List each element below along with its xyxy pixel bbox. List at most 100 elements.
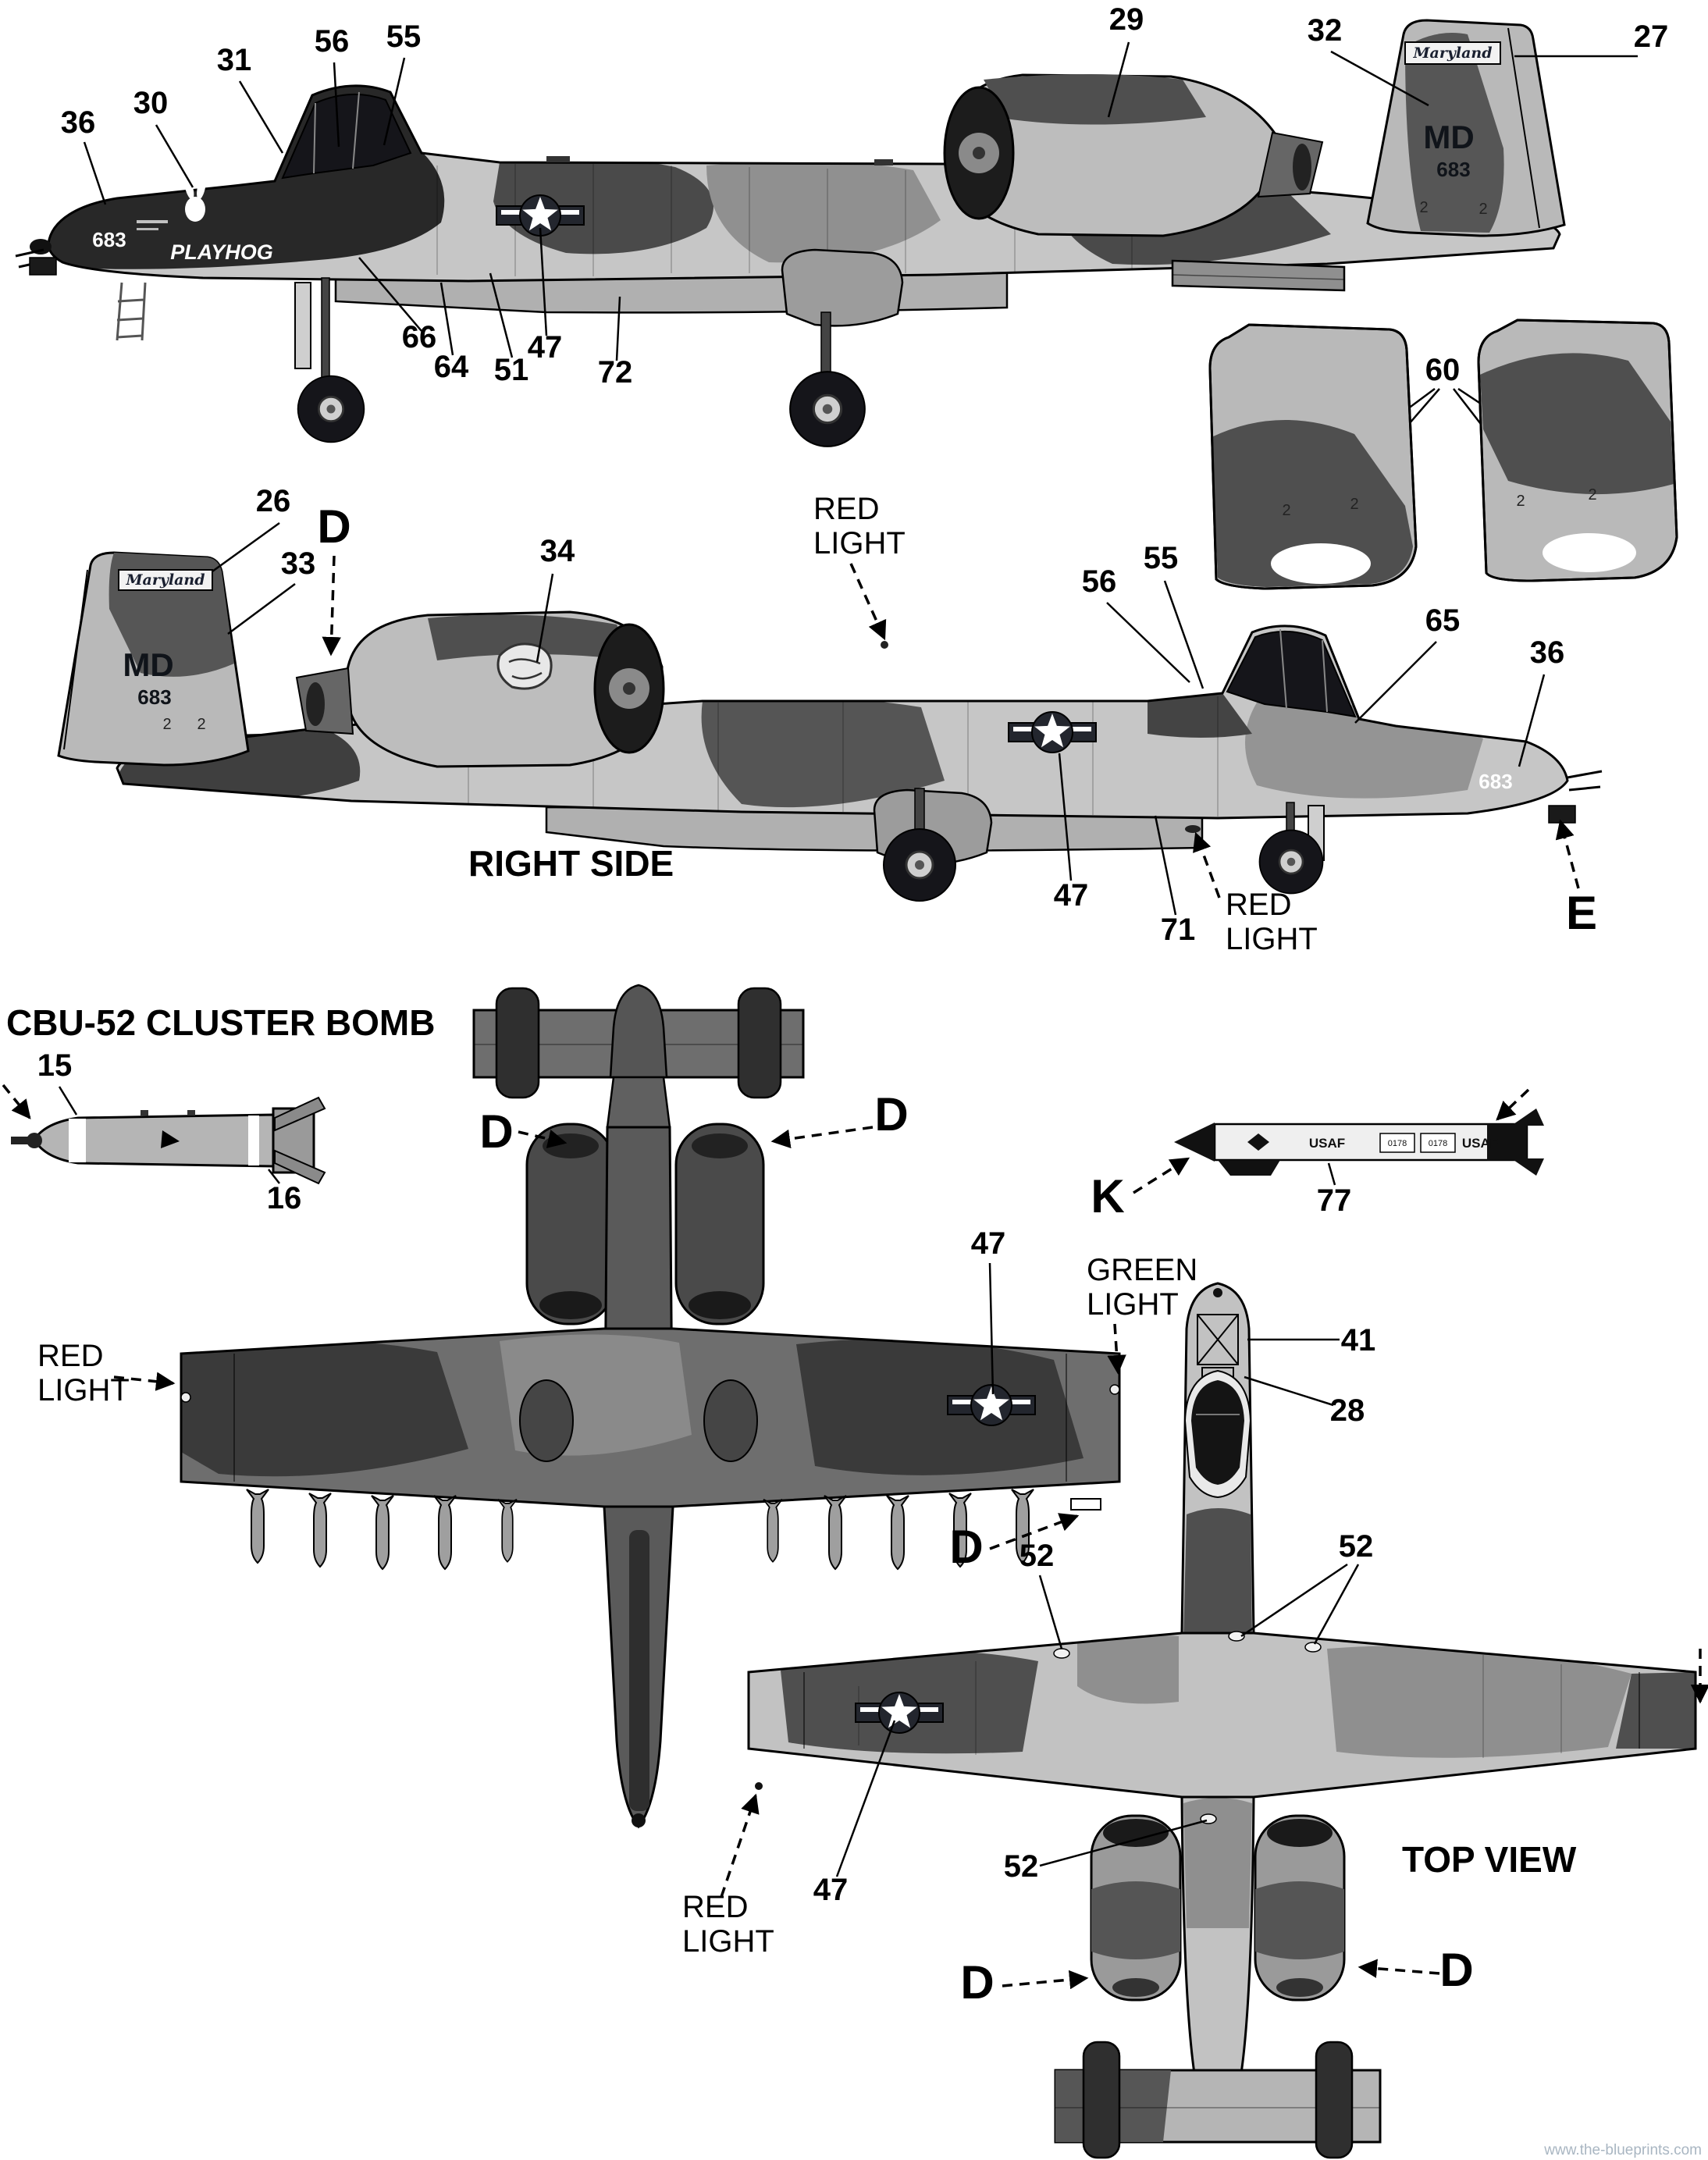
callout-D: D: [317, 500, 350, 553]
callout-65: 65: [1425, 603, 1461, 638]
formation-light: [1070, 1498, 1101, 1511]
callout-66: 66: [402, 320, 437, 354]
canopy: [1191, 1380, 1244, 1485]
engine-exhaust: [1112, 1978, 1159, 1997]
cbu-52-cluster-bomb: CBU-52 CLUSTER BOMB 15 16: [2, 1002, 435, 1215]
main-gear: [882, 788, 957, 902]
callout-red-light: RED: [682, 1890, 748, 1924]
stencil-2: 2: [1478, 201, 1487, 218]
gear-bulge: [703, 1379, 758, 1462]
serial-marking: 0178: [1429, 1139, 1447, 1148]
tail-cone: [609, 984, 668, 1079]
engine-intake: [1103, 1819, 1169, 1847]
vertical-fin: Maryland MD 683 2 2: [57, 551, 250, 767]
callout-K: K: [1091, 1170, 1124, 1222]
callout-56: 56: [315, 24, 350, 59]
tail-code: MD: [123, 646, 173, 683]
fin: [495, 987, 540, 1099]
callout-77: 77: [1317, 1183, 1352, 1218]
callout-28: 28: [1330, 1393, 1365, 1428]
callout-47: 47: [528, 330, 563, 365]
stencil-2: 2: [162, 716, 171, 733]
usaf-marking: USAF: [1462, 1136, 1498, 1151]
cbu-bomb-drawing: [11, 1096, 326, 1185]
engine-intake: [539, 1291, 602, 1319]
callout-47: 47: [1054, 878, 1089, 913]
formation-light: [1304, 1642, 1322, 1653]
formation-light: [1053, 1648, 1070, 1659]
tail-number: 683: [1436, 158, 1470, 181]
state-banner: [1404, 41, 1501, 65]
nose-gear: [1258, 802, 1325, 895]
bomb-fuze: [27, 1133, 42, 1148]
callout-red-light: RED: [813, 492, 879, 526]
spare-fin-right: 2 2: [1477, 318, 1678, 582]
engine-nacelle: [295, 610, 665, 768]
callout-71: 71: [1161, 913, 1196, 947]
callout-29: 29: [1109, 2, 1144, 37]
top-view-label: TOP VIEW: [1402, 1839, 1577, 1880]
engine-intake: [689, 1291, 751, 1319]
callout-55: 55: [1144, 541, 1179, 575]
stencil-2: 2: [1282, 502, 1290, 519]
callout-D: D: [479, 1105, 513, 1158]
stencil-2: 2: [1350, 496, 1358, 513]
stencil-2: 2: [197, 716, 205, 733]
green-position-light: [1109, 1384, 1120, 1395]
engine-nacelle-right: [1254, 1814, 1346, 2002]
callout-32: 32: [1308, 13, 1343, 48]
callout-30: 30: [133, 86, 169, 120]
spare-rudders: 2 2 2 2: [1208, 318, 1678, 590]
state-name: Maryland: [1412, 44, 1492, 62]
callout-D: D: [874, 1088, 908, 1140]
right-side-view-aircraft: Maryland MD 683 2 2: [57, 551, 1603, 902]
nacelle-art: [496, 642, 553, 690]
vertical-fin: Maryland MD 683 2 2: [1366, 19, 1566, 237]
callout-red-light: RED: [1226, 888, 1291, 922]
callout-34: 34: [540, 534, 575, 568]
callout-64: 64: [434, 350, 469, 384]
left-view-callouts: 36 30 31 56 55 29 32 27 66 64 51 47 72 6…: [61, 2, 1668, 493]
serial-marking: 0178: [1388, 1139, 1407, 1148]
cbu-heading: CBU-52 CLUSTER BOMB: [6, 1002, 435, 1043]
chin-sensor: [1548, 805, 1576, 824]
callout-41: 41: [1341, 1323, 1376, 1358]
callout-red-light: LIGHT: [1226, 922, 1318, 956]
nose-art-bunny: [183, 175, 206, 222]
horizontal-stabilizer: [1171, 259, 1346, 292]
engine-exhaust: [692, 1133, 748, 1158]
callout-31: 31: [217, 43, 252, 77]
callout-D: D: [960, 1956, 994, 2009]
callout-D: D: [949, 1521, 983, 1573]
boarding-ladder: [116, 282, 147, 341]
nose-number: 683: [1478, 770, 1512, 793]
engine-nacelle-right: [674, 1123, 765, 1326]
callout-green-light: GREEN: [1087, 1253, 1197, 1287]
callout-60: 60: [1425, 353, 1461, 387]
gun-port: [1213, 1288, 1222, 1297]
callout-52: 52: [1339, 1529, 1374, 1564]
callout-72: 72: [598, 355, 633, 390]
spare-fin-left: 2 2: [1208, 323, 1418, 590]
watermark: www.the-blueprints.com: [1543, 2142, 1702, 2158]
engine-intake: [1267, 1819, 1333, 1847]
callout-E: E: [1566, 887, 1597, 939]
state-name: Maryland: [125, 571, 205, 589]
tail-number: 683: [137, 685, 171, 709]
usaf-marking: USAF: [1309, 1136, 1345, 1151]
red-position-light: [755, 1782, 763, 1790]
top-view-aircraft: [747, 1282, 1697, 2159]
fin: [1315, 2041, 1354, 2159]
right-view-callouts: 26 33 D 34 RED LIGHT 56 55 65 36 47 71 R…: [212, 484, 1597, 956]
gear-bulge: [519, 1379, 574, 1462]
bottom-view-callouts: D D 47 GREEN LIGHT RED LIGHT D: [37, 1088, 1197, 1573]
callout-36: 36: [61, 105, 96, 140]
callout-15: 15: [37, 1048, 73, 1083]
callout-26: 26: [256, 484, 291, 518]
callout-red-light: RED: [37, 1339, 103, 1373]
gun-muzzle: [632, 1813, 646, 1827]
callout-47: 47: [971, 1226, 1006, 1261]
left-side-view-aircraft: 683 PLAYHOG Maryland M: [15, 19, 1566, 448]
callout-red-light: LIGHT: [813, 526, 906, 560]
